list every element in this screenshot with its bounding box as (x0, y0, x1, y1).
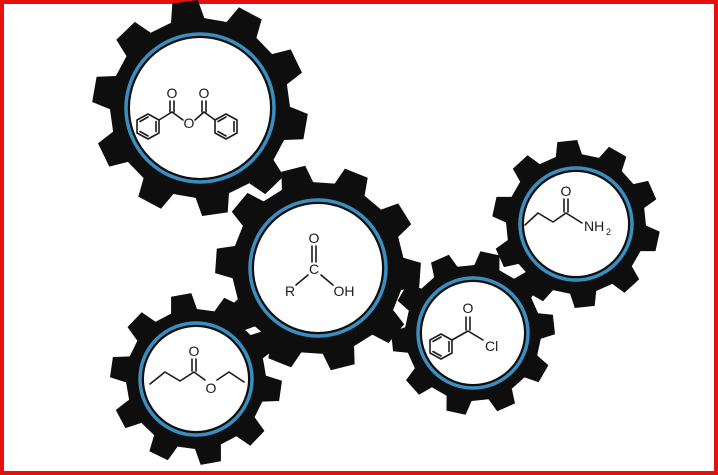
atom-label: R (285, 283, 295, 299)
atom-label: O (184, 115, 195, 131)
gear-anhydride-face (130, 38, 270, 178)
atom-label: O (463, 300, 474, 316)
atom-label: O (206, 380, 217, 396)
gear-amide-ring (518, 166, 634, 282)
gear-acyl-chloride: O Cl (391, 251, 555, 415)
atom-label: NH (584, 218, 604, 234)
atom-label: OH (334, 283, 355, 299)
molecule-acyl-chloride: O Cl (429, 300, 498, 360)
gear-carboxylic-acid-ring (248, 198, 388, 338)
gear-ester-face (144, 327, 248, 431)
atom-label: O (561, 183, 572, 199)
atom-label: O (309, 230, 320, 246)
gear-amide: O NH 2 (492, 140, 660, 308)
molecule-anhydride: O O O (136, 85, 238, 140)
molecule-ester: O O (149, 343, 245, 396)
gear-carboxylic-acid-face (254, 204, 382, 332)
molecule-carboxylic-acid: O C R OH (285, 230, 355, 299)
atom-label: O (189, 343, 200, 359)
atom-label: O (199, 85, 210, 101)
atom-label: O (167, 85, 178, 101)
gear-ester-ring (138, 321, 254, 437)
gear-acyl-chloride-face (422, 282, 524, 384)
atom-subscript: 2 (606, 227, 611, 237)
gear-amide-face (524, 172, 628, 276)
atom-label: C (309, 261, 319, 277)
gear-acyl-chloride-ring (416, 276, 530, 390)
gear-anhydride-ring (124, 32, 276, 184)
atom-label: Cl (485, 338, 498, 354)
gear-anhydride: O O O (92, 0, 308, 216)
gear-ester: O O (110, 293, 282, 465)
gear-carboxylic-acid: O C R OH (215, 165, 421, 371)
molecule-amide: O NH 2 (524, 183, 611, 237)
